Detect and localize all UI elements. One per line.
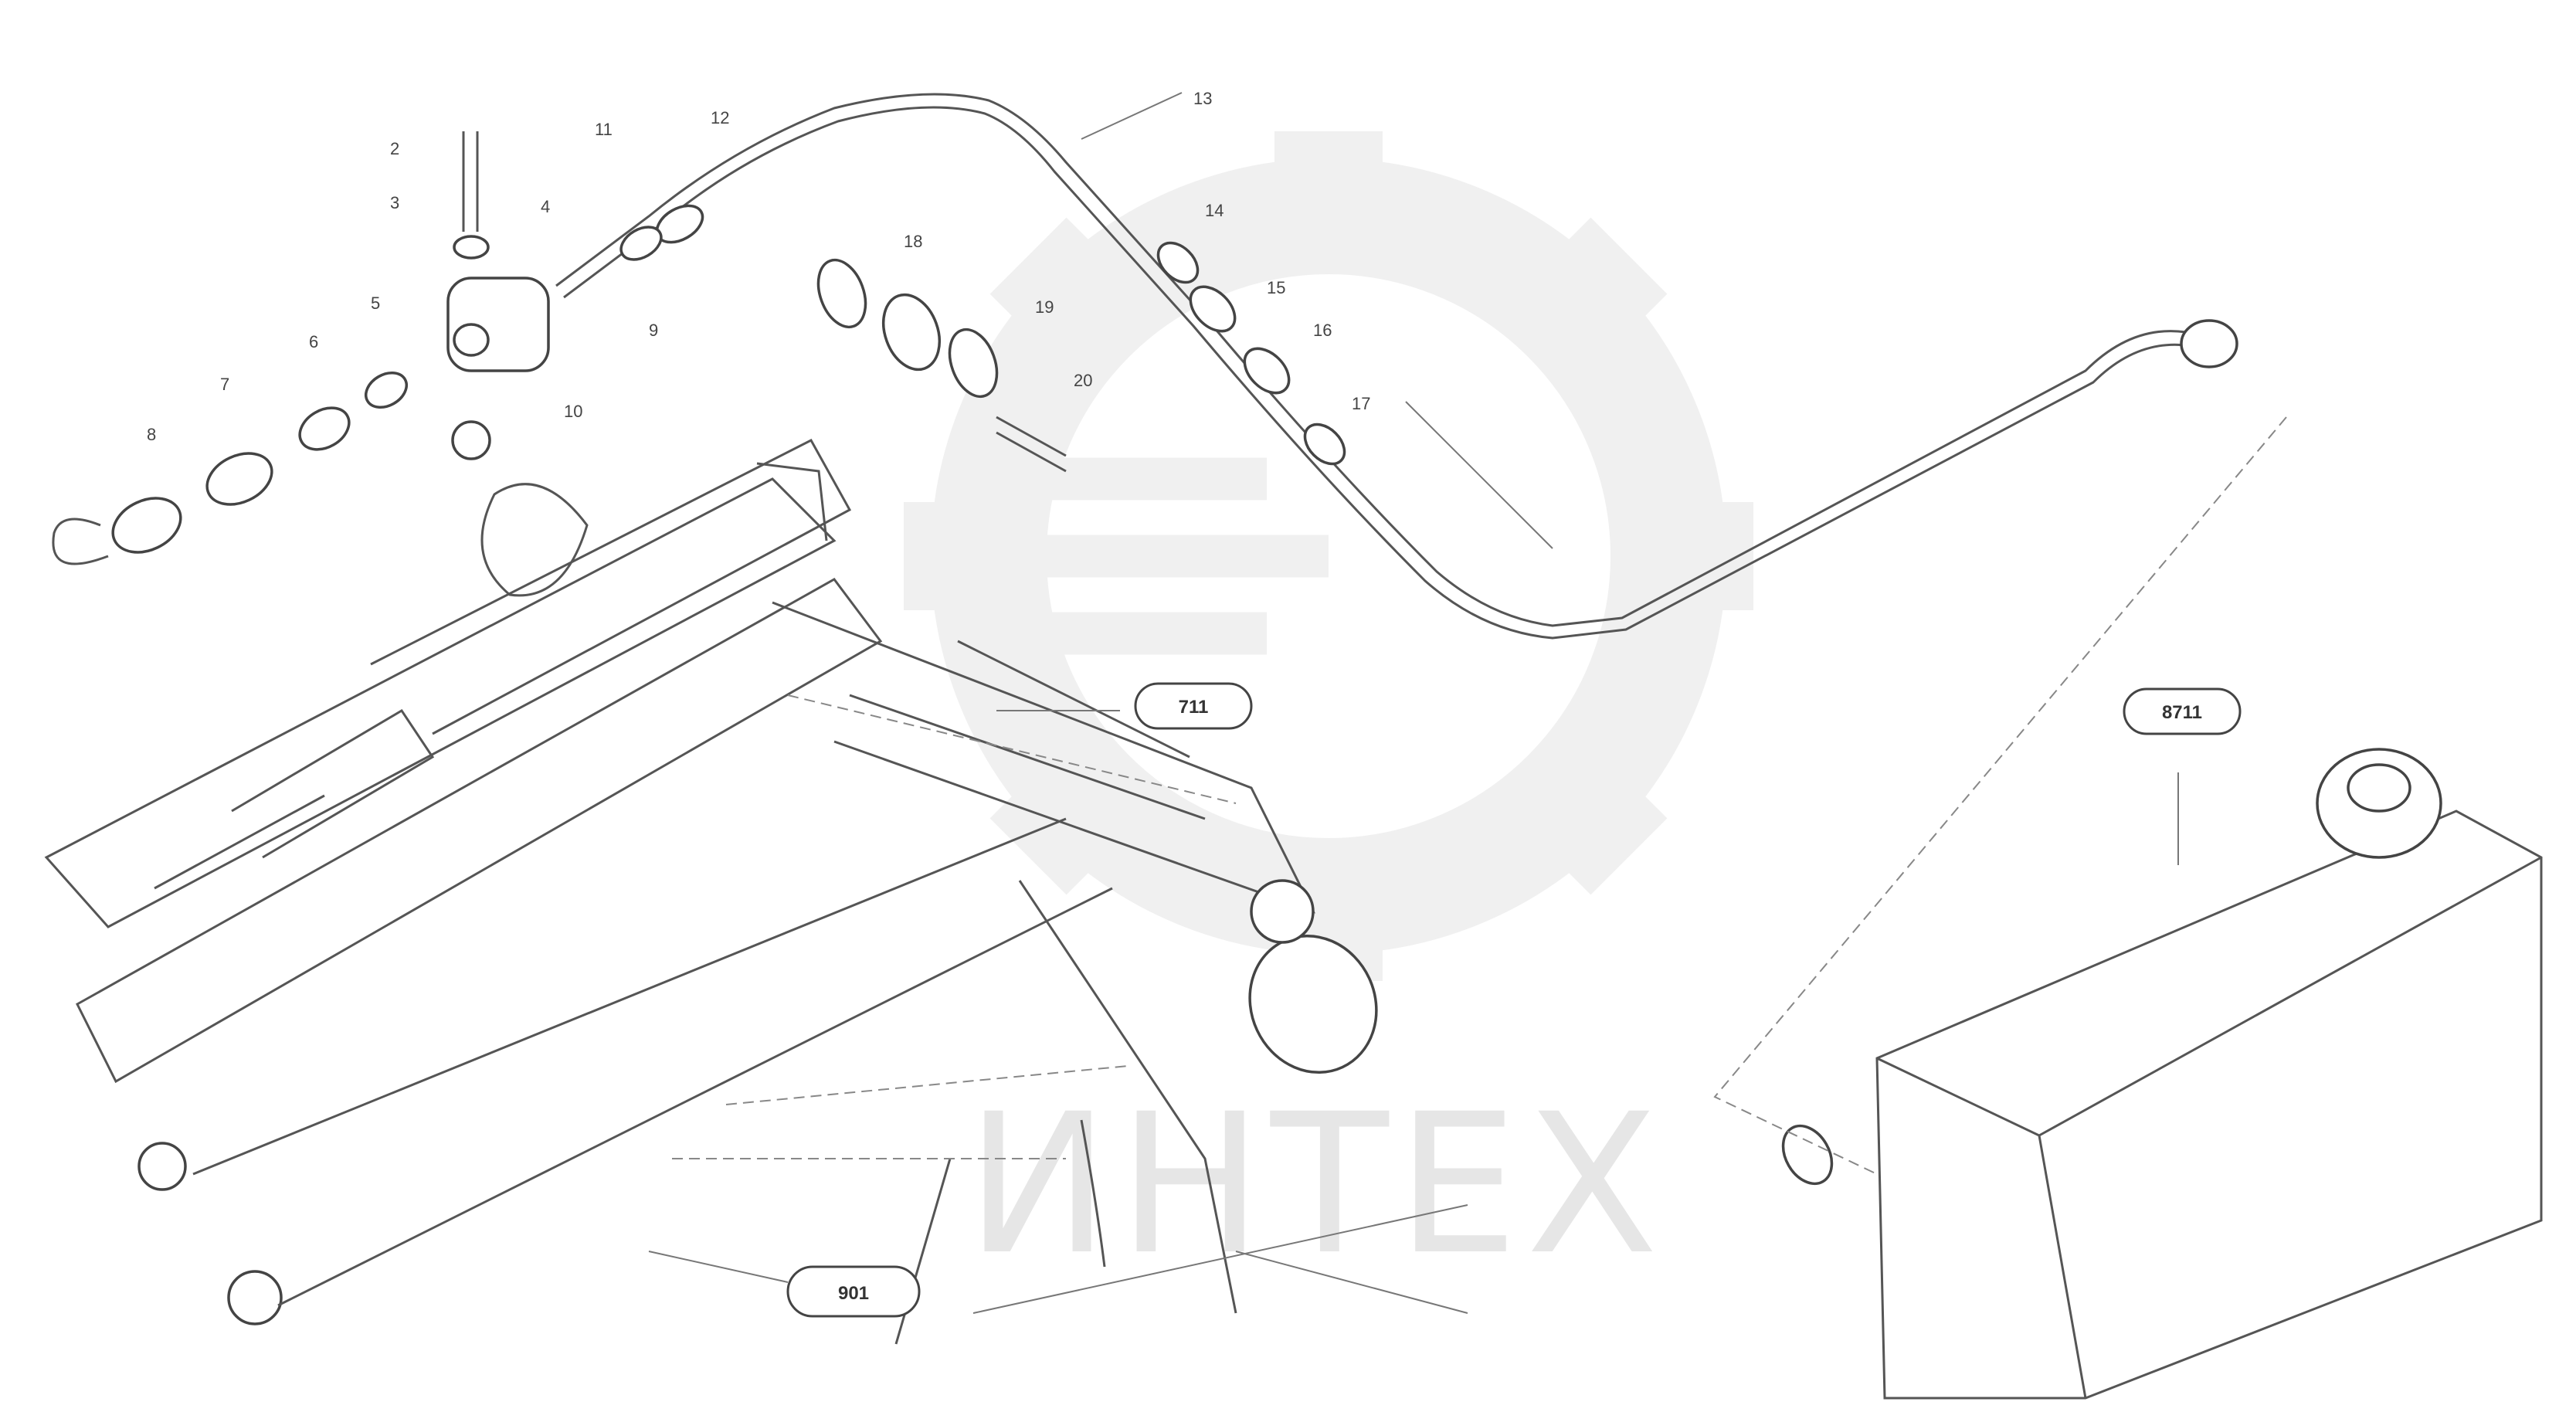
fuel-pipe (555, 93, 2187, 640)
callout-numbers: 2 3 4 5 6 7 8 9 10 11 12 13 14 15 16 17 … (147, 89, 1370, 444)
callout-12: 12 (711, 108, 729, 127)
svg-text:8711: 8711 (2162, 702, 2202, 723)
watermark-gear-icon (904, 131, 1753, 981)
leader-lines (648, 92, 2179, 1283)
callout-18: 18 (904, 232, 922, 251)
pipe-fittings (619, 204, 2238, 466)
callout-17: 17 (1352, 394, 1370, 413)
watermark-text: ИНТЕХ (966, 1072, 1666, 1297)
callout-20: 20 (1074, 371, 1092, 390)
svg-text:901: 901 (838, 1283, 869, 1304)
callout-7: 7 (220, 375, 229, 394)
callout-15: 15 (1267, 278, 1285, 297)
callout-8: 8 (147, 425, 156, 444)
callout-9: 9 (649, 321, 658, 340)
callout-box-center: 711 (1134, 682, 1253, 730)
callout-10: 10 (564, 402, 582, 421)
callout-13: 13 (1193, 89, 1212, 108)
callout-11: 11 (595, 120, 613, 139)
callout-3: 3 (390, 193, 399, 212)
dashed-outline (672, 416, 2287, 1175)
callout-6: 6 (309, 332, 318, 351)
callout-2: 2 (390, 139, 399, 158)
fuel-tank (1781, 748, 2543, 1400)
svg-text:711: 711 (1179, 697, 1209, 718)
chassis-frame (44, 439, 1468, 1345)
callout-box-right: 8711 (2123, 687, 2242, 735)
callout-box-bottom: 901 (786, 1265, 921, 1318)
callout-16: 16 (1313, 321, 1332, 340)
callout-19: 19 (1035, 297, 1054, 317)
callout-4: 4 (541, 197, 550, 216)
exploded-small-parts (52, 131, 1067, 565)
callout-5: 5 (371, 294, 380, 313)
callout-14: 14 (1205, 201, 1224, 220)
